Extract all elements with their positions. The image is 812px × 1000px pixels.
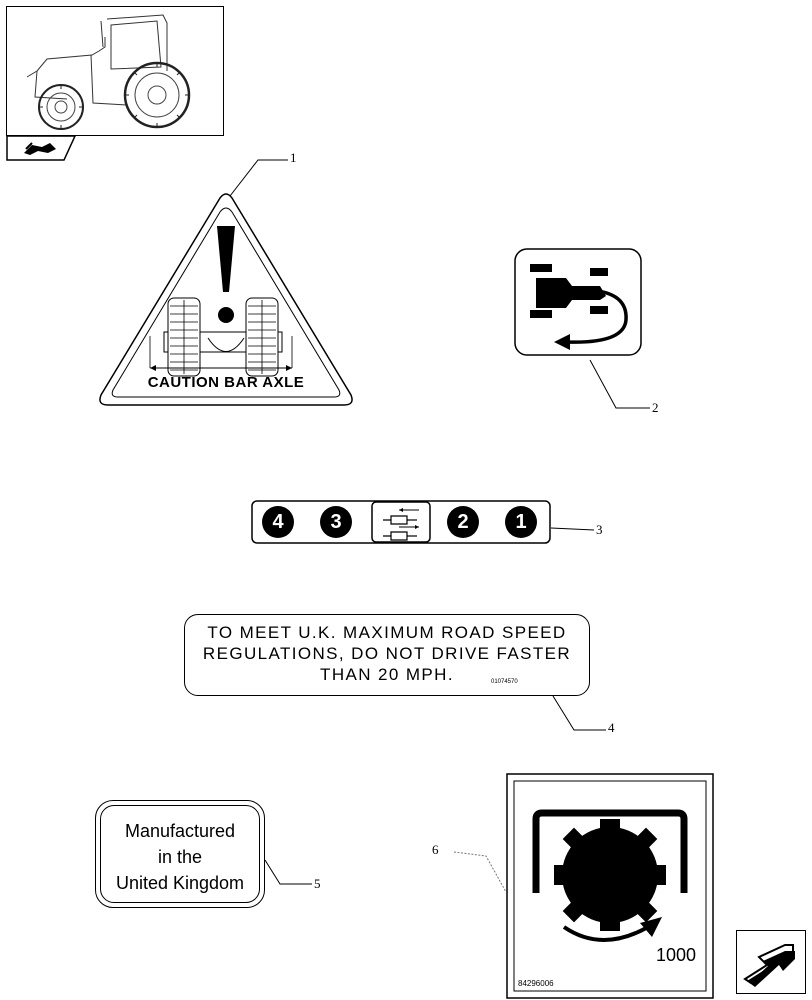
section-tab bbox=[6, 135, 76, 161]
pto-speed-value: 1000 bbox=[656, 945, 697, 965]
uk-speed-part-number: 01074570 bbox=[491, 679, 518, 685]
callout-5: 5 bbox=[314, 876, 321, 891]
decal-hydraulic-control: 4 3 2 1 bbox=[251, 500, 551, 544]
decal-caution-bar-axle: CAUTION BAR AXLE bbox=[96, 190, 356, 412]
manufactured-line-2: in the bbox=[157, 847, 203, 867]
caution-bar-axle-label: CAUTION BAR AXLE bbox=[147, 374, 305, 391]
tractor-thumbnail-icon bbox=[26, 14, 191, 130]
next-page-button[interactable] bbox=[736, 930, 806, 994]
button-3: 3 bbox=[320, 506, 352, 538]
decal-manufactured-uk: Manufactured in the United Kingdom bbox=[95, 800, 265, 908]
tractor-thumbnail bbox=[6, 6, 224, 136]
decal-uk-road-speed: TO MEET U.K. MAXIMUM ROAD SPEED REGULATI… bbox=[184, 614, 590, 696]
uk-speed-line-2: REGULATIONS, DO NOT DRIVE FASTER bbox=[202, 644, 572, 663]
manufactured-line-1: Manufactured bbox=[124, 821, 236, 841]
decal-turning-tractor bbox=[514, 248, 642, 356]
button-2: 2 bbox=[447, 506, 479, 538]
decal-pto-1000: 1000 84296006 bbox=[506, 773, 714, 999]
callout-6: 6 bbox=[432, 842, 439, 857]
callout-3: 3 bbox=[596, 522, 603, 537]
pto-part-number: 84296006 bbox=[518, 979, 554, 988]
next-page-arrow-icon bbox=[743, 944, 795, 987]
cylinder-icon bbox=[383, 508, 419, 541]
button-4: 4 bbox=[262, 506, 294, 538]
exclamation-icon bbox=[217, 226, 235, 292]
manufactured-line-3: United Kingdom bbox=[115, 873, 245, 893]
callout-1: 1 bbox=[290, 150, 297, 165]
pto-spline-icon bbox=[554, 819, 666, 931]
uk-speed-line-3: THAN 20 MPH. bbox=[320, 665, 454, 684]
button-1: 1 bbox=[505, 506, 537, 538]
book-section-icon bbox=[6, 135, 76, 161]
callout-4: 4 bbox=[608, 720, 615, 735]
uk-speed-line-1: TO MEET U.K. MAXIMUM ROAD SPEED bbox=[207, 623, 567, 642]
callout-2: 2 bbox=[652, 400, 659, 415]
